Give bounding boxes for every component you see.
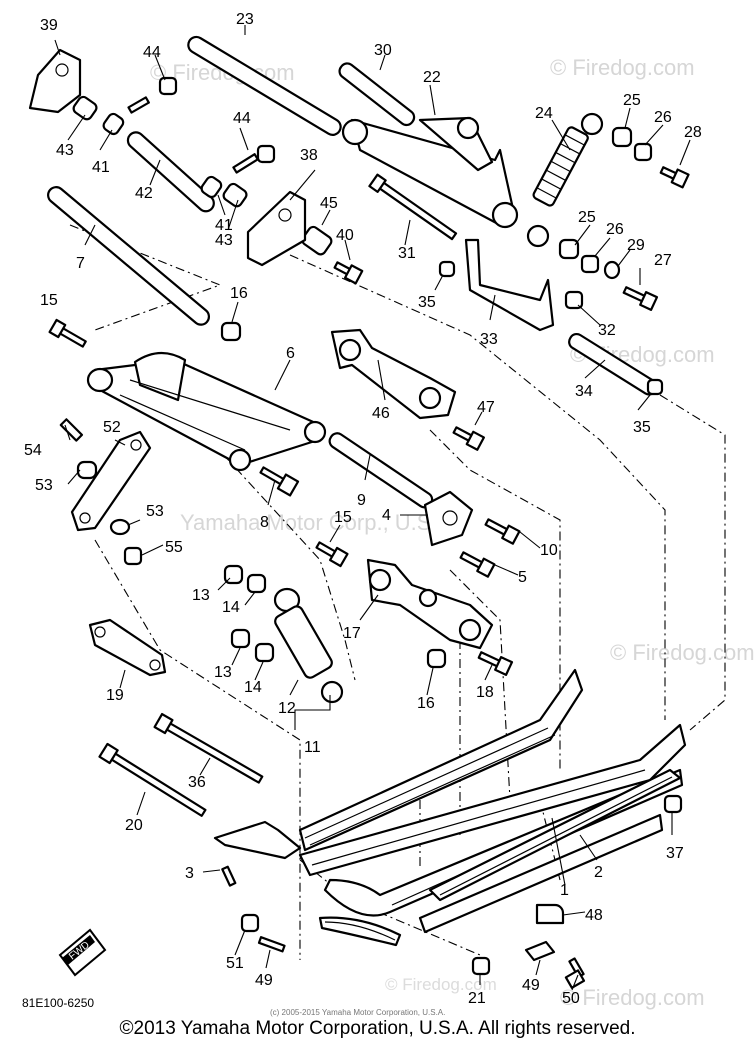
callout-32: 32 [598,322,616,339]
callout-50: 50 [562,990,580,1007]
callout-20: 20 [125,817,143,834]
bolts [48,96,690,989]
callout-49: 49 [522,977,540,994]
upper-arm [341,116,519,229]
callout-13: 13 [192,587,210,604]
callout-22: 22 [423,69,441,86]
callout-42: 42 [135,185,153,202]
callout-41: 41 [92,159,110,176]
callout-4: 4 [382,507,391,524]
callout-15: 15 [334,509,352,526]
callout-43: 43 [56,142,74,159]
watermark-firedog: © Firedog.com [560,985,705,1010]
drawing-code: 81E100-6250 [22,996,95,1010]
callout-52: 52 [103,419,121,436]
callout-23: 23 [236,11,254,28]
callout-15: 15 [40,292,58,309]
callout-14: 14 [244,679,262,696]
assembly-guide-lines [69,224,726,960]
callout-31: 31 [398,245,416,262]
callout-33: 33 [480,331,498,348]
callout-10: 10 [540,542,558,559]
callout-40: 40 [336,227,354,244]
watermark-yamaha: Yamaha Motor Corp., U.S.A. [180,510,458,535]
callout-28: 28 [684,124,702,141]
callout-12: 12 [278,700,296,717]
callout-25: 25 [578,209,596,226]
tie-bracket [88,618,167,677]
callout-53: 53 [146,503,164,520]
main-swing-arm [86,351,327,472]
rear-shock [526,112,604,248]
callout-35: 35 [633,419,651,436]
callout-44: 44 [233,110,251,127]
callout-labels: 39 44 23 30 22 24 25 26 28 44 38 43 41 4… [24,11,702,1007]
callout-53: 53 [35,477,53,494]
callout-46: 46 [372,405,390,422]
callout-16: 16 [417,695,435,712]
callout-19: 19 [106,687,124,704]
callout-3: 3 [185,865,194,882]
nuts-and-collars [72,76,683,976]
callout-17: 17 [343,625,361,642]
callout-11: 11 [304,739,321,756]
callout-43: 43 [215,232,233,249]
callout-47: 47 [477,399,495,416]
front-shock [273,587,344,704]
callout-34: 34 [575,383,593,400]
callout-1: 1 [560,882,569,899]
callout-54: 54 [24,442,42,459]
callout-45: 45 [320,195,338,212]
watermark-firedog: © Firedog.com [385,975,497,994]
callout-37: 37 [666,845,684,862]
watermark-firedog: © Firedog.com [610,640,755,665]
callout-35: 35 [418,294,436,311]
callout-51: 51 [226,955,244,972]
fwd-badge: FWD [58,928,107,977]
callout-39: 39 [40,17,58,34]
watermark-firedog: © Firedog.com [550,55,695,80]
callout-36: 36 [188,774,206,791]
callout-9: 9 [357,492,366,509]
callout-8: 8 [260,514,269,531]
callout-24: 24 [535,105,553,122]
callout-16: 16 [230,285,248,302]
callout-13: 13 [214,664,232,681]
callout-21: 21 [468,990,486,1007]
callout-55: 55 [165,539,183,556]
slide-rails [213,668,687,947]
copyright-footer: ©2013 Yamaha Motor Corporation, U.S.A. A… [119,1018,636,1039]
callout-44: 44 [143,44,161,61]
callout-30: 30 [374,42,392,59]
callout-5: 5 [518,569,527,586]
front-arm [330,328,457,420]
callout-25: 25 [623,92,641,109]
callout-48: 48 [585,907,603,924]
callout-2: 2 [594,864,603,881]
callout-7: 7 [76,255,85,272]
callout-38: 38 [300,147,318,164]
callout-27: 27 [654,252,672,269]
watermark-group: © Firedog.com © Firedog.com © Firedog.co… [150,55,755,1010]
callout-26: 26 [654,109,672,126]
callout-41: 41 [215,217,233,234]
callout-18: 18 [476,684,494,701]
leader-lines [54,25,691,991]
lower-front-arm [366,558,494,650]
callout-29: 29 [627,237,645,254]
callout-49: 49 [255,972,273,989]
source-note: (c) 2005-2015 Yamaha Motor Corporation, … [270,1008,446,1017]
callout-6: 6 [286,345,295,362]
callout-14: 14 [222,599,240,616]
callout-26: 26 [606,221,624,238]
brackets [28,48,555,547]
link-arm [70,430,152,532]
